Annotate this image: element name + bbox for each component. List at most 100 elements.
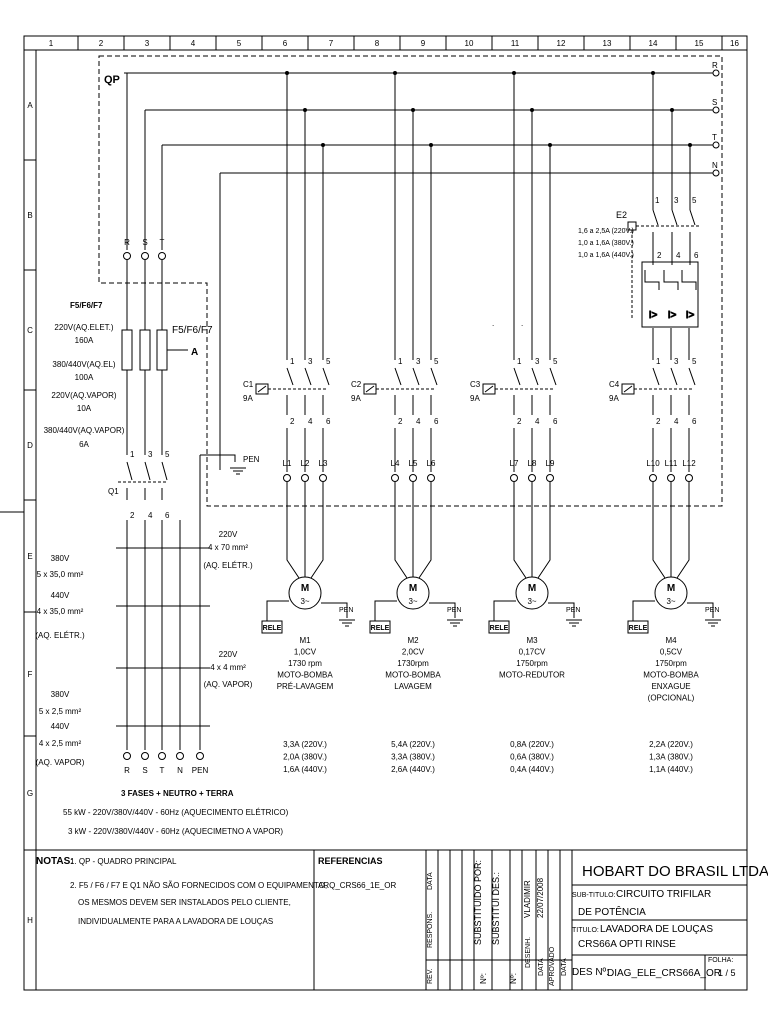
line-terminal-label: L9 [546, 459, 555, 468]
terminal [546, 474, 554, 482]
line-terminal-label: L11 [665, 459, 678, 468]
terminal [176, 752, 184, 760]
terminal [301, 474, 309, 482]
contact-terminal-top: 5 [553, 357, 558, 366]
motor-lead [676, 482, 690, 579]
contactor-main-contact [513, 367, 521, 415]
terminal [158, 752, 166, 760]
contactor-rating: 9A [243, 394, 253, 403]
thermal-element [644, 270, 660, 290]
contact-terminal-top: 3 [308, 357, 313, 366]
grid-column-label: 4 [191, 39, 196, 48]
junction-dot [321, 143, 325, 147]
motor-lead [537, 482, 551, 579]
fuse-rating: 100A [75, 373, 94, 382]
desenh-label: DESENH. [525, 937, 532, 968]
main-pen-wire [200, 454, 236, 462]
e2-contact [689, 209, 696, 265]
junction-dot [670, 108, 674, 112]
grid-row-label: A [27, 101, 33, 110]
terminal [427, 474, 435, 482]
cable-label-right: 4 x 70 mm² [208, 543, 248, 552]
fuse-rating: 220V(AQ.VAPOR) [51, 391, 117, 400]
motor-current: 2,2A (220V.) [649, 740, 693, 749]
contactor-label: C2 [351, 380, 362, 389]
terminal [409, 474, 417, 482]
contactor-main-contact [549, 367, 557, 415]
motor-lead [652, 482, 666, 579]
motor-lead [394, 482, 408, 579]
fuse [156, 329, 168, 371]
no-label-1: Nº: [479, 973, 488, 984]
cable-label-right: (AQ. ELÉTR.) [203, 561, 253, 570]
relay-trip-symbol: I> [668, 310, 677, 321]
motor-phase: 3~ [300, 597, 309, 606]
terminal [196, 752, 204, 760]
supply-terminal-label: R [124, 766, 130, 775]
terminal [319, 474, 327, 482]
respons-col-header: RESPONS. [427, 912, 434, 948]
note-1: 1. QP - QUADRO PRINCIPAL [70, 857, 177, 866]
terminal [391, 474, 399, 482]
rele-wire [632, 600, 655, 621]
title-value-2: CRS66A OPTI RINSE [578, 939, 676, 950]
grid-column-label: 9 [421, 39, 426, 48]
terminal [685, 474, 693, 482]
contactor-main-contact [286, 367, 294, 415]
e2-contact [652, 209, 659, 265]
mark: . [521, 319, 523, 328]
contact-terminal-top: 5 [434, 357, 439, 366]
rele-label: RELE [629, 625, 648, 632]
fuse-rating: 380/440V(AQ.EL) [52, 360, 115, 369]
fuse-title: F5/F6/F7 [70, 301, 103, 310]
motor-pen-label: PEN [339, 607, 353, 614]
title-label: TITULO: [572, 927, 599, 934]
line-terminal-label: L12 [682, 459, 696, 468]
motor-info: MOTO-REDUTOR [499, 671, 565, 680]
grid-row-label: G [27, 789, 33, 798]
fuse-rating: 10A [77, 404, 92, 413]
line-terminal-label: L6 [427, 459, 436, 468]
q1-contact [161, 461, 168, 500]
grid-column-label: 5 [237, 39, 242, 48]
motor-letter: M [301, 583, 309, 594]
subtitle-value-2: DE POTÊNCIA [578, 905, 646, 918]
grid-row-label: D [27, 441, 33, 450]
outer-border [23, 35, 748, 991]
motor-info: MOTO-BOMBA [277, 671, 333, 680]
motor-info: M2 [407, 636, 419, 645]
des-label: DES Nº: [572, 967, 609, 978]
substitui-header: SUBSTITUI DES.: [491, 872, 501, 945]
fuse-rating: 380/440V(AQ.VAPOR) [44, 426, 125, 435]
terminal [649, 474, 657, 482]
motor-pen-label: PEN [447, 607, 461, 614]
cable-label-left: 440V [51, 722, 70, 731]
grid-column-label: 10 [465, 39, 474, 48]
motor-lead [418, 482, 432, 579]
contact-terminal-bottom: 6 [434, 417, 439, 426]
line-terminal-label: L5 [409, 459, 418, 468]
motor-symbol [396, 576, 430, 610]
cable-label-left: 5 x 35,0 mm² [37, 570, 84, 579]
grid-column-label: 8 [375, 39, 380, 48]
terminal [667, 474, 675, 482]
motor-symbol [515, 576, 549, 610]
motor-info: MOTO-BOMBA [643, 671, 699, 680]
q1-contact [126, 461, 133, 500]
motor-current: 3,3A (220V.) [283, 740, 327, 749]
junction-dot [303, 108, 307, 112]
cable-label-left: 380V [51, 554, 70, 563]
motor-phase: 3~ [666, 597, 675, 606]
substituido-header: SUBSTITUIDO POR: [473, 860, 483, 945]
contact-terminal-bottom: 4 [308, 417, 313, 426]
notes-label: NOTAS: [36, 856, 74, 867]
cable-label-left: 4 x 35,0 mm² [37, 607, 84, 616]
drawing-date: 22/07/2008 [536, 877, 545, 918]
contactor-main-contact [670, 367, 678, 415]
motor-info: 0,5CV [660, 648, 683, 657]
fuse-rating: 160A [75, 336, 94, 345]
q1-contact [144, 461, 151, 500]
contactor-rating: 9A [470, 394, 480, 403]
input-terminal-label: S [142, 238, 147, 247]
line-terminal-label: L7 [510, 459, 519, 468]
